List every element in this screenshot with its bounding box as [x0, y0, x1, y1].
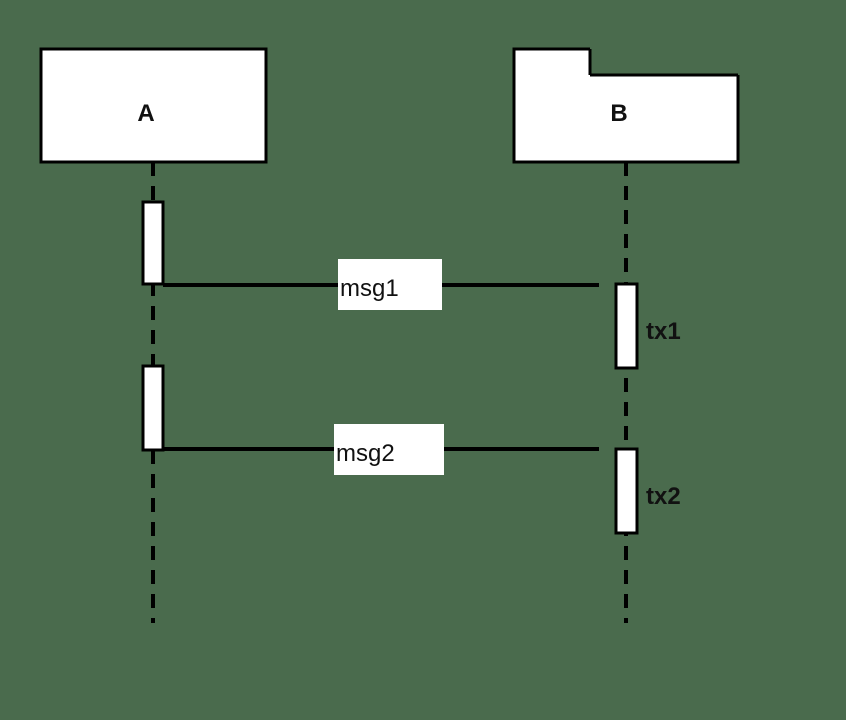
message-1-label: msg1 [340, 275, 399, 302]
participant-b-label: B [610, 100, 627, 127]
activation-a-1 [141, 200, 165, 286]
activation-b-1 [614, 282, 639, 370]
participant-a-label: A [137, 100, 154, 127]
message-2-label: msg2 [336, 440, 395, 467]
message-2-label-box [334, 424, 444, 475]
participant-a: A [39, 47, 268, 164]
message-2: msg2 [163, 424, 599, 475]
participant-b: B [512, 45, 740, 164]
message-1-label-box [338, 259, 442, 310]
activation-b-2-label: tx2 [646, 483, 681, 510]
participant-b-box-cutout [590, 45, 740, 75]
activation-a-2 [141, 364, 165, 452]
activation-b-2 [614, 447, 639, 535]
message-1: msg1 [163, 259, 599, 310]
activation-b-1-label: tx1 [646, 318, 681, 345]
participant-a-box [39, 47, 268, 164]
